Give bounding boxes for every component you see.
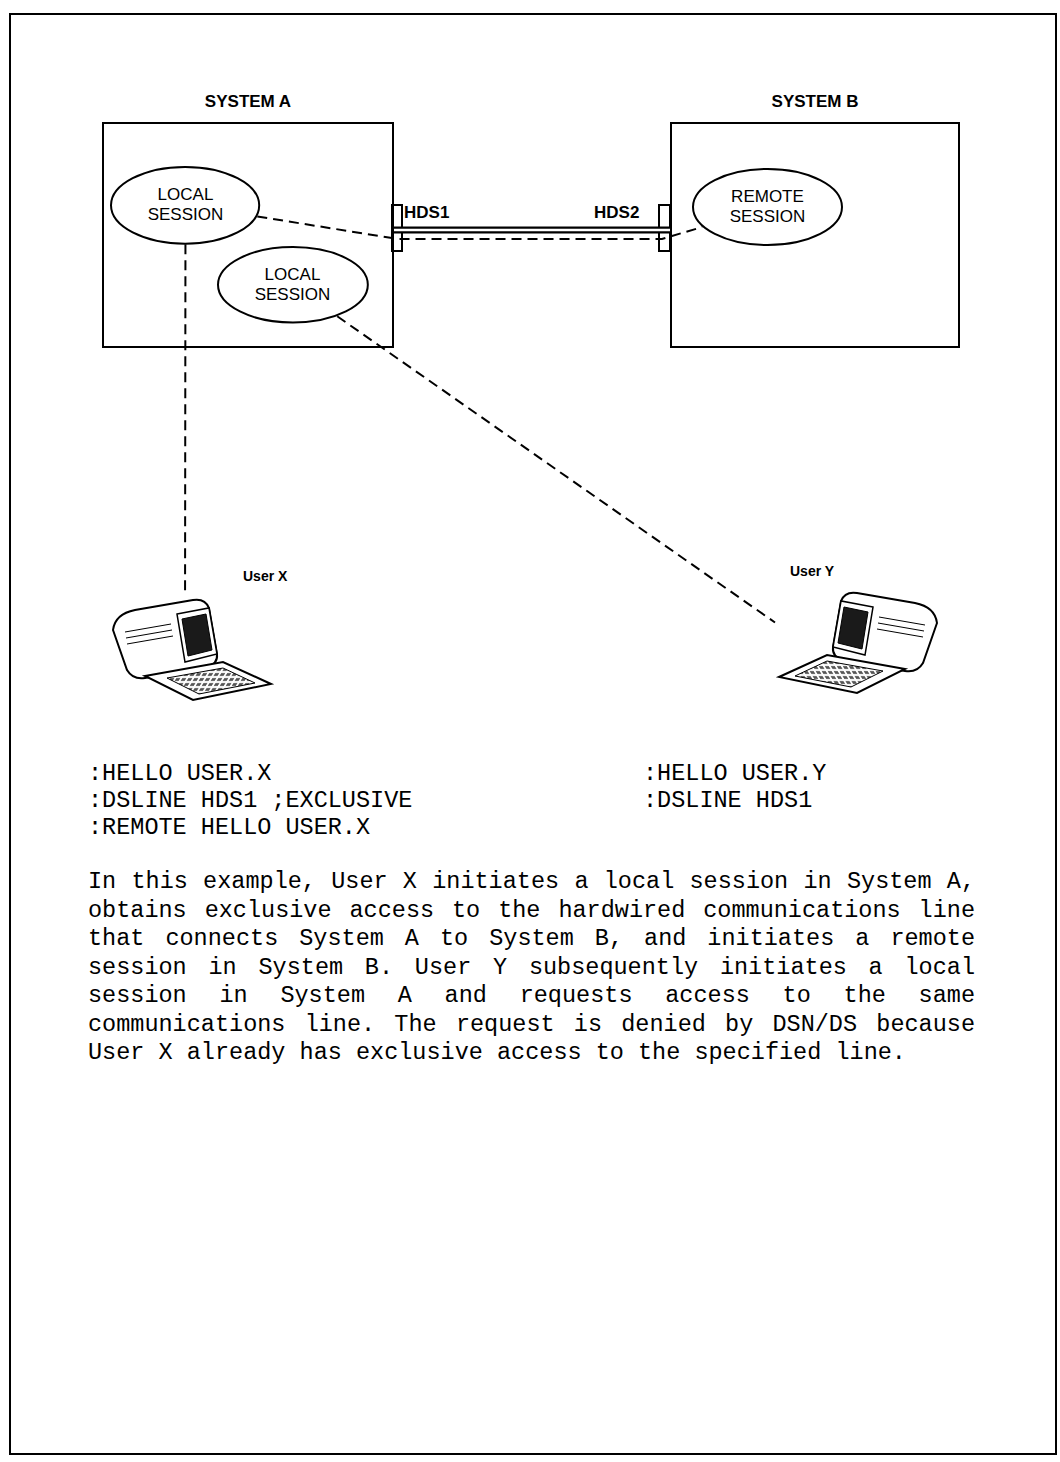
ellipse-shape (693, 169, 842, 245)
command-line: :HELLO USER.Y (643, 760, 826, 787)
command-line: :REMOTE HELLO USER.X (88, 814, 370, 841)
terminal-illustration (113, 600, 271, 700)
user-terminal: User Y (775, 585, 945, 695)
terminal-illustration (779, 593, 937, 693)
system-name: SYSTEM B (672, 92, 958, 112)
session-ellipse: REMOTE SESSION (692, 168, 843, 246)
connector-group (337, 316, 775, 622)
session-label: LOCAL SESSION (135, 185, 235, 225)
session-label: REMOTE SESSION (717, 187, 817, 227)
line-name: HDS1 (404, 203, 449, 223)
command-line: :DSLINE HDS1 (643, 787, 812, 814)
session-ellipse: LOCAL SESSION (217, 246, 369, 323)
command-line: :DSLINE HDS1 ;EXCLUSIVE (88, 787, 412, 814)
connector-group (185, 244, 186, 592)
page-frame (10, 14, 1056, 1454)
session-ellipse: LOCAL SESSION (110, 166, 260, 245)
connector-group (394, 230, 670, 231)
session-link (337, 316, 775, 622)
session-link (184, 244, 186, 592)
line-gap (394, 229, 670, 232)
user-terminal: User X (105, 592, 275, 702)
system-box: SYSTEM BREMOTE SESSION (670, 122, 960, 348)
hardwired-line (394, 227, 670, 234)
ellipse-shape (218, 247, 368, 322)
session-label: LOCAL SESSION (242, 265, 342, 305)
caption-text: In this example, User X initiates a loca… (88, 868, 975, 1068)
user-label: User X (243, 568, 287, 584)
user-label: User Y (790, 563, 834, 579)
line-name: HDS2 (594, 203, 639, 223)
ellipse-shape (111, 167, 259, 244)
command-line: :HELLO USER.X (88, 760, 271, 787)
system-box: SYSTEM ALOCAL SESSIONLOCAL SESSION (102, 122, 394, 348)
system-name: SYSTEM A (104, 92, 392, 112)
